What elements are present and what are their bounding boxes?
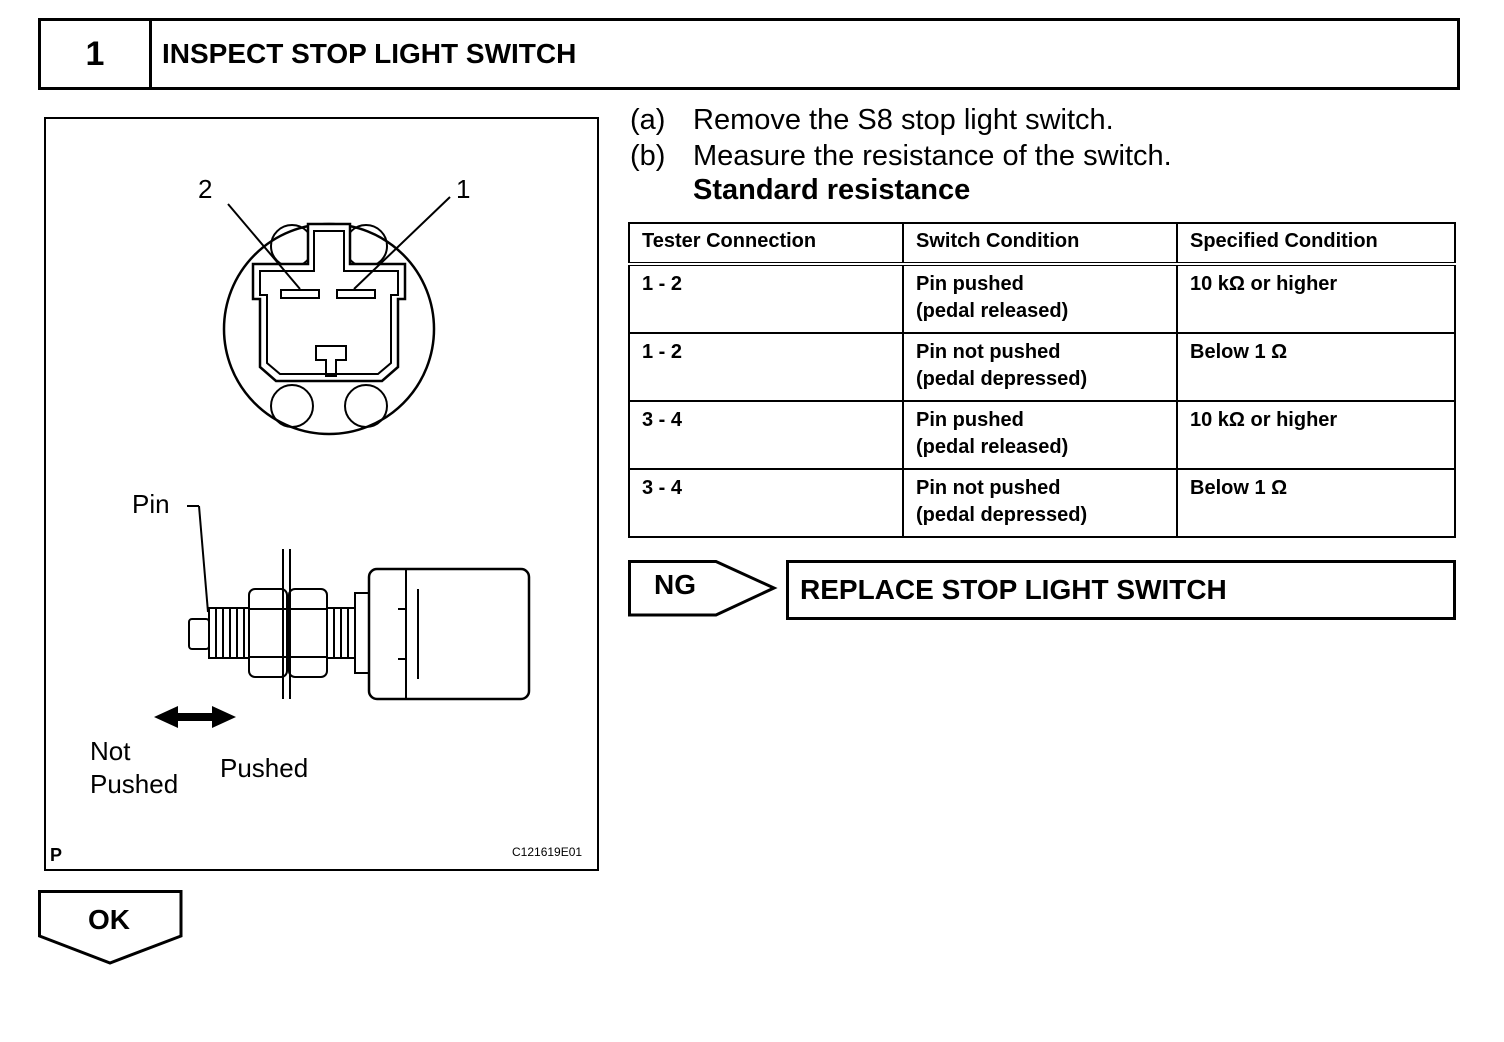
specified-condition-cell: 10 kΩ or higher xyxy=(1176,263,1456,334)
step-a: (a) Remove the S8 stop light switch. xyxy=(630,102,1172,138)
column-header: Switch Condition xyxy=(902,222,1178,266)
ok-label: OK xyxy=(88,904,130,935)
pin-label: Pin xyxy=(132,489,170,519)
condition-line: Pin pushed xyxy=(916,409,1024,431)
switch-condition-cell: Pin pushed (pedal released) xyxy=(902,263,1178,334)
illustration-code: C121619E01 xyxy=(512,845,583,859)
ng-action-text: REPLACE STOP LIGHT SWITCH xyxy=(800,574,1227,605)
step-header: 1 INSPECT STOP LIGHT SWITCH xyxy=(38,18,1460,90)
step-text: Remove the S8 stop light switch. xyxy=(693,103,1114,136)
condition-line: (pedal depressed) xyxy=(916,368,1088,390)
step-title: INSPECT STOP LIGHT SWITCH xyxy=(162,38,577,69)
switch-condition-cell: Pin not pushed (pedal depressed) xyxy=(902,332,1178,402)
ng-label: NG xyxy=(654,569,696,600)
condition-line: Pin not pushed xyxy=(916,341,1061,363)
switch-condition-cell: Pin not pushed (pedal depressed) xyxy=(902,468,1178,538)
corner-mark: P xyxy=(50,845,63,865)
tester-connection-cell: 1 - 2 xyxy=(628,332,904,402)
table-header-row: Tester Connection Switch Condition Speci… xyxy=(628,222,1456,266)
connector-face-drawing xyxy=(222,196,451,436)
pushed-label: Pushed xyxy=(220,753,309,783)
not-pushed-label-line1: Not xyxy=(90,736,131,766)
ng-action-box: REPLACE STOP LIGHT SWITCH xyxy=(786,560,1456,620)
condition-line: (pedal released) xyxy=(916,436,1069,458)
terminal-1-label: 1 xyxy=(456,174,471,204)
table-row: 1 - 2 Pin pushed (pedal released) 10 kΩ o… xyxy=(628,263,1456,334)
procedure-steps: (a) Remove the S8 stop light switch. (b)… xyxy=(630,102,1172,174)
terminal-2-label: 2 xyxy=(198,174,213,204)
resistance-table: Tester Connection Switch Condition Speci… xyxy=(628,222,1456,538)
condition-line: Pin not pushed xyxy=(916,477,1061,499)
travel-arrow-icon xyxy=(154,706,236,728)
column-header: Specified Condition xyxy=(1176,222,1456,266)
switch-illustration: 2 1 Pin Not Pushed Pushed P C121619E01 xyxy=(44,117,599,871)
tester-connection-cell: 3 - 4 xyxy=(628,468,904,538)
step-b: (b) Measure the resistance of the switch… xyxy=(630,138,1172,174)
ok-arrow-icon xyxy=(38,890,183,965)
specified-condition-cell: Below 1 Ω xyxy=(1176,332,1456,402)
switch-side-drawing xyxy=(187,505,531,701)
table-row: 1 - 2 Pin not pushed (pedal depressed) Be… xyxy=(628,332,1456,402)
condition-line: (pedal released) xyxy=(916,300,1069,322)
step-text: Measure the resistance of the switch. xyxy=(693,139,1172,172)
condition-line: Pin pushed xyxy=(916,273,1024,295)
tester-connection-cell: 3 - 4 xyxy=(628,400,904,470)
specified-condition-cell: 10 kΩ or higher xyxy=(1176,400,1456,470)
switch-condition-cell: Pin pushed (pedal released) xyxy=(902,400,1178,470)
tester-connection-cell: 1 - 2 xyxy=(628,263,904,334)
ng-arrow-icon xyxy=(628,560,778,617)
column-header: Tester Connection xyxy=(628,222,904,266)
standard-resistance-heading: Standard resistance xyxy=(693,174,971,206)
condition-line: (pedal depressed) xyxy=(916,504,1088,526)
step-letter: (a) xyxy=(630,103,666,136)
table-row: 3 - 4 Pin pushed (pedal released) 10 kΩ o… xyxy=(628,400,1456,470)
step-number: 1 xyxy=(41,21,152,87)
step-letter: (b) xyxy=(630,139,666,172)
specified-condition-cell: Below 1 Ω xyxy=(1176,468,1456,538)
not-pushed-label-line2: Pushed xyxy=(90,769,179,799)
table-row: 3 - 4 Pin not pushed (pedal depressed) Be… xyxy=(628,468,1456,538)
switch-drawing xyxy=(154,196,531,728)
